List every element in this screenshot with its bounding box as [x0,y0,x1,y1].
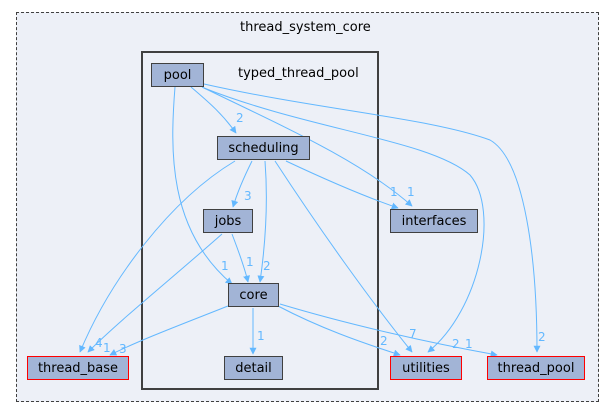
edge-scheduling-jobs [231,160,253,208]
node-jobs[interactable]: jobs [203,209,253,233]
edge-scheduling-core [257,160,267,283]
edge-label-scheduling-utilities: 7 [409,327,417,341]
edge-label-core-utilities: 2 [380,334,388,348]
node-thread-pool[interactable]: thread_pool [487,356,585,380]
edge-core-thread-base [109,305,229,356]
edge-label-pool-scheduling: 2 [236,111,244,125]
edge-label-scheduling-thread-base: 4 [95,336,103,350]
node-interfaces[interactable]: interfaces [390,209,478,233]
edge-label-pool-thread-pool: 2 [538,330,546,344]
node-utilities[interactable]: utilities [390,356,462,380]
edge-jobs-core [231,233,250,283]
node-core[interactable]: core [228,283,279,307]
edge-pool-core [172,86,233,285]
edge-label-core-thread-base: 3 [119,342,127,356]
edge-label-pool-core: 1 [221,259,229,273]
edge-label-pool-interfaces: 1 [407,185,415,199]
edge-label-scheduling-interfaces: 1 [390,185,398,199]
edge-label-scheduling-jobs: 3 [244,189,252,203]
edge-label-core-thread-pool: 1 [465,337,473,351]
edge-pool-interfaces [201,86,413,207]
cluster-typed-thread-pool-title: typed_thread_pool [238,66,359,81]
edge-scheduling-interfaces [285,160,399,210]
edge-pool-utilities [203,87,485,353]
node-thread-base[interactable]: thread_base [27,356,129,380]
node-detail[interactable]: detail [224,356,283,380]
edge-scheduling-utilities [274,160,413,353]
edge-pool-thread-pool [203,83,541,353]
edge-core-thread-pool [279,303,498,358]
edge-label-jobs-core: 1 [246,255,254,269]
node-scheduling[interactable]: scheduling [217,136,310,160]
edge-label-scheduling-core: 2 [263,259,271,273]
edge-label-core-detail: 1 [257,329,265,343]
edge-scheduling-thread-base [79,160,236,353]
node-pool[interactable]: pool [151,63,204,87]
edge-label-pool-utilities: 2 [452,337,460,351]
edge-pool-scheduling [190,86,237,134]
edge-core-utilities [277,305,401,357]
cluster-thread-system-core-title: thread_system_core [240,20,371,35]
edge-jobs-thread-base [87,233,223,353]
edge-label-jobs-thread-base: 1 [103,341,111,355]
